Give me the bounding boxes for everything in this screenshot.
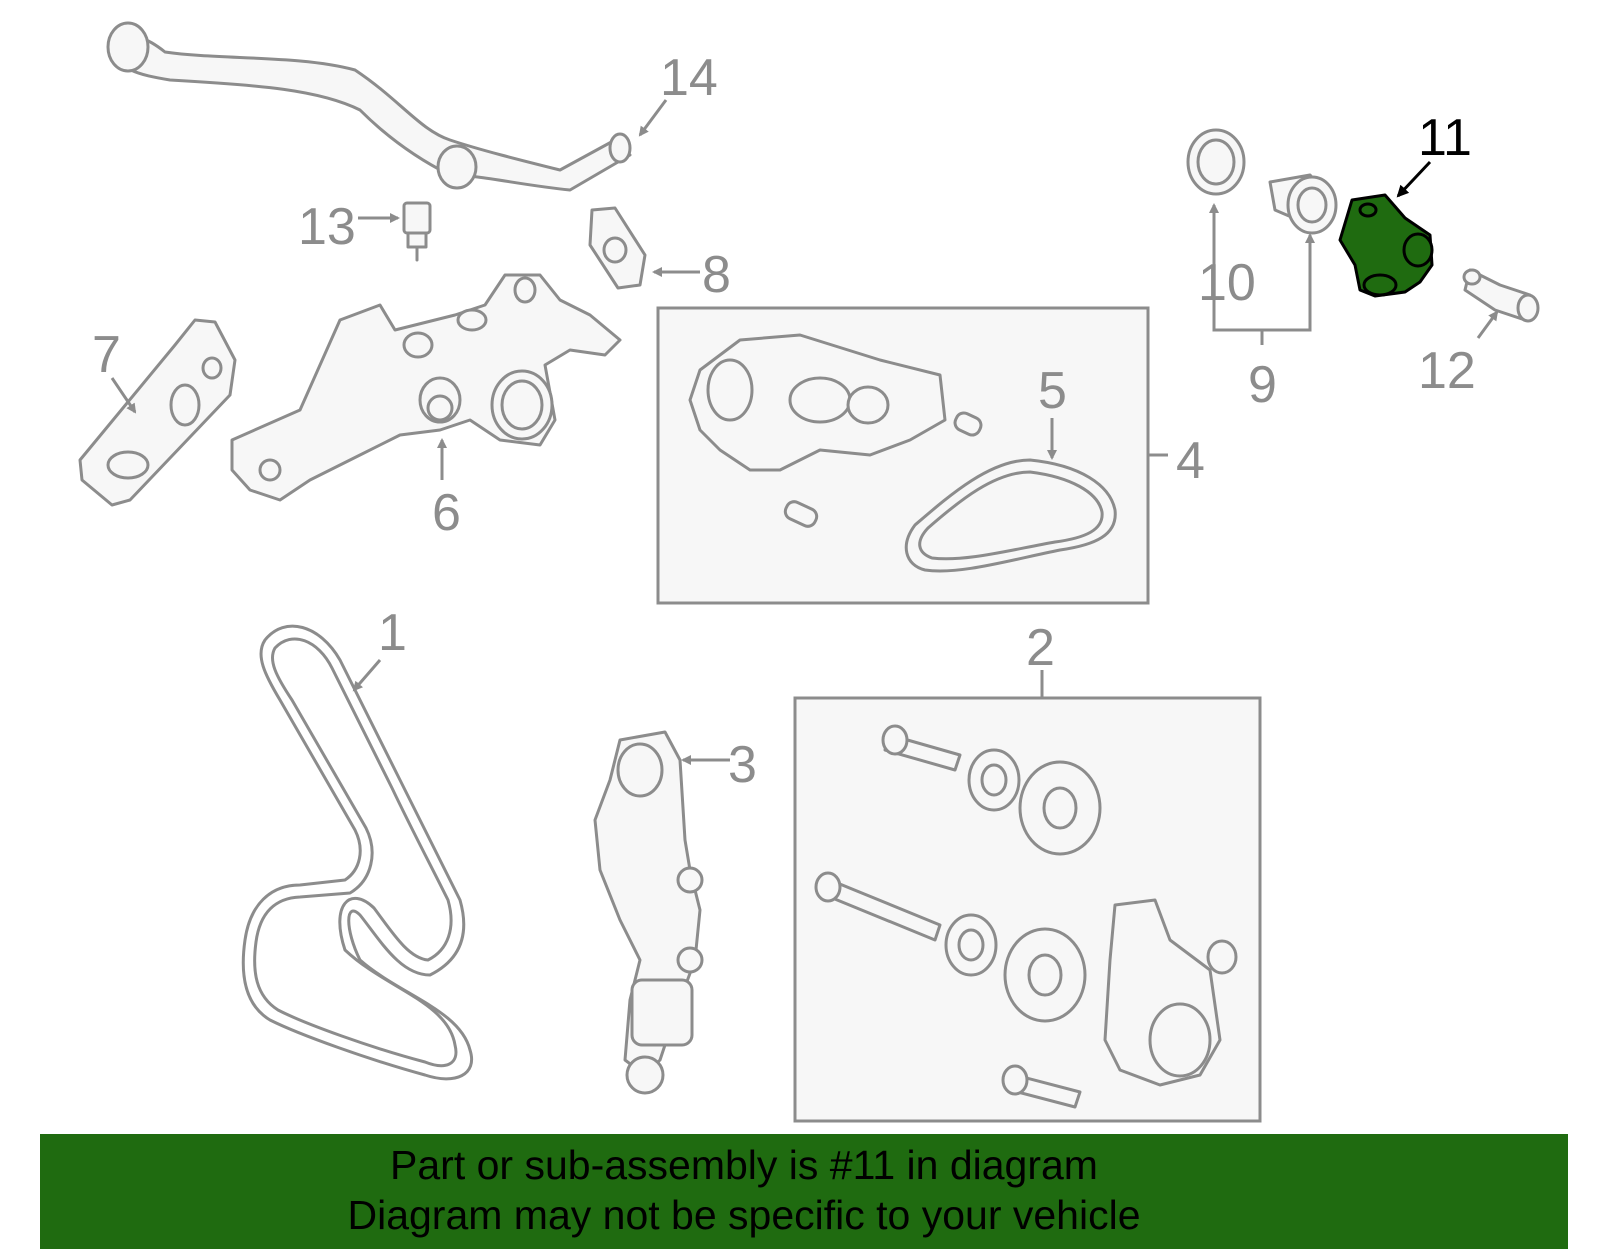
part-12-bolt[interactable] (1462, 268, 1540, 323)
part-4-water-pump[interactable] (688, 333, 984, 529)
part-7-plate-gasket[interactable] (78, 318, 237, 507)
callout-7: 7 (92, 326, 121, 384)
callout-9: 9 (1248, 356, 1277, 414)
banner-line-disclaimer: Diagram may not be specific to your vehi… (347, 1192, 1141, 1238)
part-14-water-pipe[interactable] (106, 21, 632, 192)
callout-4: 4 (1176, 432, 1205, 490)
callout-10: 10 (1198, 254, 1256, 312)
part-1-belt[interactable] (241, 624, 473, 1081)
callout-6: 6 (432, 484, 461, 542)
info-banner: Part or sub-assembly is #11 in diagram D… (40, 1134, 1568, 1249)
part-3-tensioner[interactable] (593, 730, 704, 1095)
part-11-highlighted[interactable] (1338, 193, 1434, 298)
callout-8: 8 (702, 246, 731, 304)
callout-13: 13 (298, 198, 356, 256)
part-2-pulley-kit[interactable] (814, 724, 1238, 1109)
callout-14: 14 (660, 49, 718, 107)
callout-5: 5 (1038, 362, 1067, 420)
callout-3: 3 (728, 736, 757, 794)
part-6-water-housing[interactable] (230, 273, 622, 502)
callout-11: 11 (1418, 109, 1472, 167)
part-5-pump-gasket[interactable] (904, 458, 1117, 573)
part-8-gasket[interactable] (588, 206, 647, 290)
callout-1: 1 (378, 604, 407, 662)
callout-12: 12 (1418, 342, 1476, 400)
part-10-ring[interactable] (1186, 128, 1246, 196)
part-13-sensor[interactable] (402, 201, 432, 262)
banner-line-part: Part or sub-assembly is #11 in diagram (390, 1142, 1098, 1188)
callout-2: 2 (1026, 619, 1055, 677)
part-9-fitting[interactable] (1268, 173, 1338, 235)
